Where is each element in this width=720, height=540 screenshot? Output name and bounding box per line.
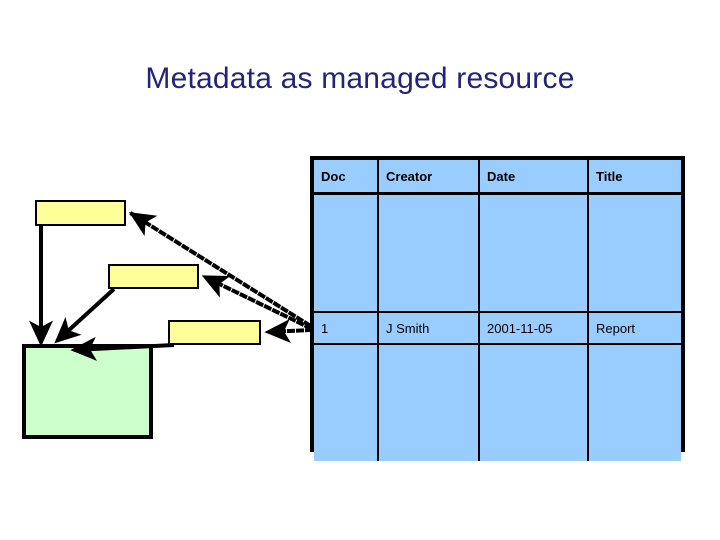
column-header-title: Title — [588, 160, 681, 195]
cell-title: Report — [588, 311, 681, 345]
metadata-table-grid: Doc Creator Date Title 1 J Smith 2001-11… — [314, 160, 681, 461]
column-header-date: Date — [479, 160, 589, 195]
cell-date — [479, 344, 589, 461]
cell-title — [588, 193, 681, 312]
cell-doc — [314, 193, 379, 312]
metadata-box-2 — [108, 264, 199, 289]
cell-date: 2001-11-05 — [479, 311, 589, 345]
resource-box — [22, 344, 153, 439]
table-row — [314, 344, 681, 461]
cell-title — [588, 344, 681, 461]
metadata-box-3 — [168, 320, 261, 345]
table-row — [314, 193, 681, 312]
cell-doc — [314, 344, 379, 461]
table-header-row: Doc Creator Date Title — [314, 160, 681, 195]
column-header-creator: Creator — [378, 160, 480, 195]
table-row: 1 J Smith 2001-11-05 Report — [314, 311, 681, 345]
dotted-arrow-table-to-box3 — [264, 318, 314, 343]
table-body: 1 J Smith 2001-11-05 Report — [314, 193, 681, 461]
column-header-doc: Doc — [314, 160, 379, 195]
metadata-box-1 — [35, 200, 126, 226]
metadata-table: Doc Creator Date Title 1 J Smith 2001-11… — [310, 156, 685, 461]
cell-creator — [378, 344, 480, 461]
page-title: Metadata as managed resource — [145, 62, 575, 95]
solid-arrow-box2-to-resource — [54, 287, 116, 344]
cell-creator: J Smith — [378, 311, 480, 345]
cell-doc: 1 — [314, 311, 379, 345]
table-header: Doc Creator Date Title — [314, 160, 681, 195]
cell-creator — [378, 193, 480, 312]
cell-date — [479, 193, 589, 312]
